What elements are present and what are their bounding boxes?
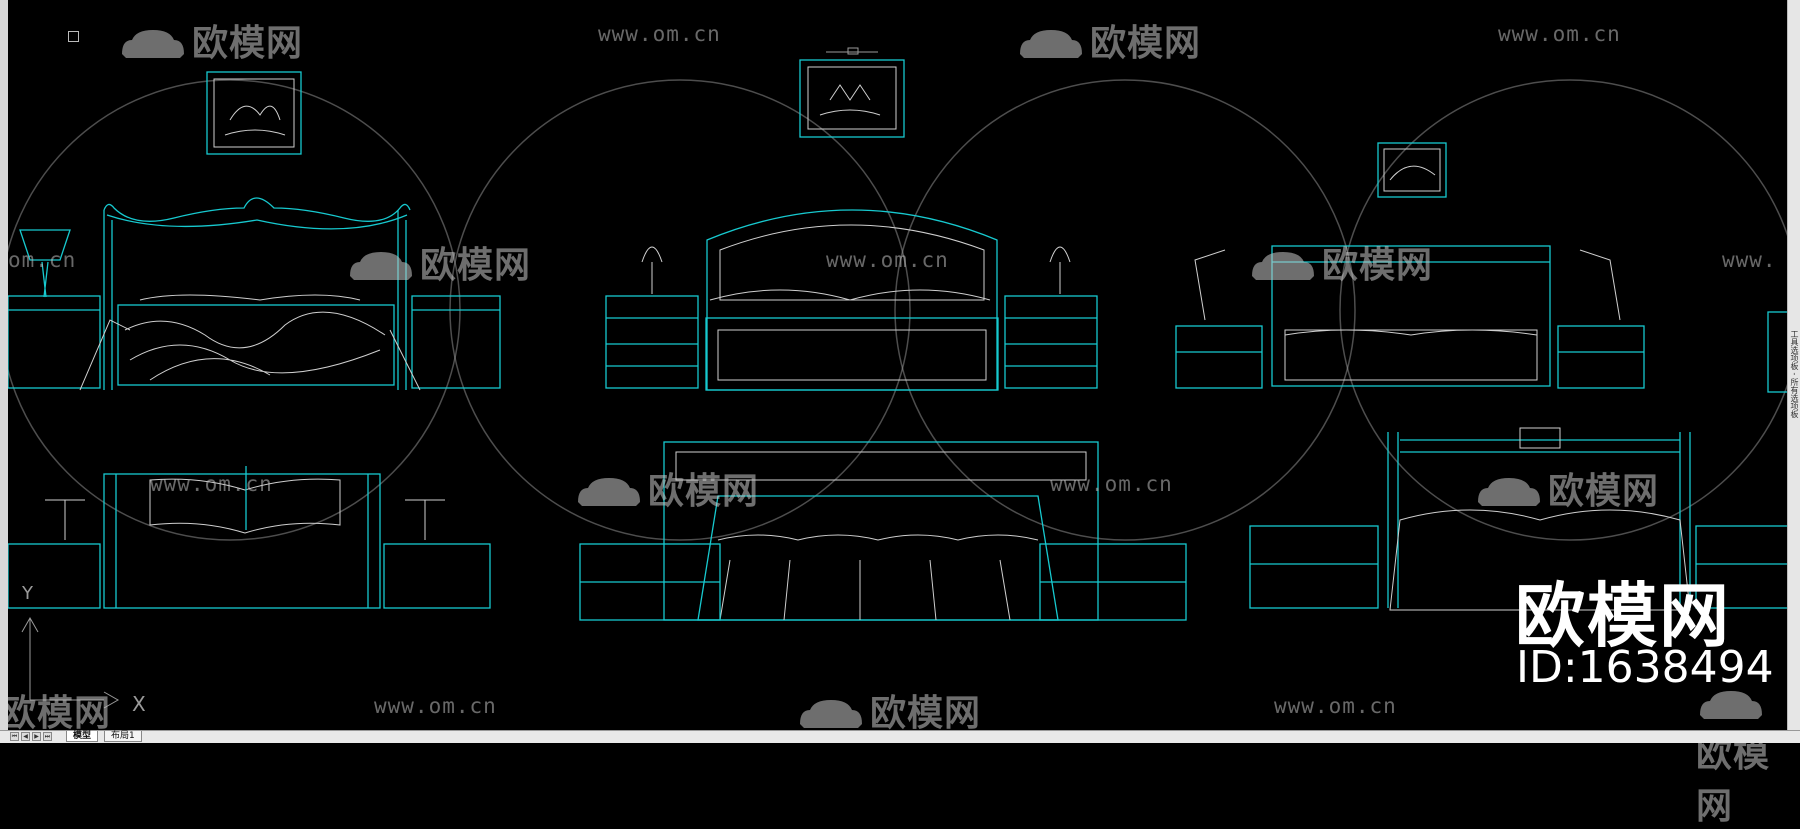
sofa-logo-icon — [1020, 30, 1082, 58]
ucs-x-label: X — [132, 692, 146, 716]
watermark-url: www.om.cn — [826, 248, 949, 272]
cad-drawing-canvas: .c { stroke:#17c9cf; fill:none; stroke-w… — [0, 47, 1800, 709]
watermark-brand: 欧模网 — [1696, 684, 1800, 829]
square-marker — [68, 31, 79, 42]
sofa-logo-icon — [578, 478, 640, 506]
watermark-url-partial: om.cn — [8, 248, 77, 272]
tab-layout1[interactable]: 布局1 — [104, 731, 142, 742]
nav-last-button[interactable]: ⏭ — [43, 732, 52, 741]
ucs-y-label: Y — [22, 583, 33, 604]
nav-next-button[interactable]: ▶ — [32, 732, 41, 741]
bed-upholstered-elevation[interactable] — [7, 466, 491, 609]
ucs-icon — [21, 616, 120, 709]
sofa-logo-icon — [350, 252, 412, 280]
sofa-logo-icon — [1478, 478, 1540, 506]
partial-nightstand-right — [1767, 311, 1789, 393]
bed-modern-elevation[interactable] — [1175, 142, 1645, 389]
watermark-brand: 欧模网 — [346, 236, 531, 288]
watermark-url: www.om.cn — [374, 694, 497, 718]
layout-tab-bar: ⏮ ◀ ▶ ⏭ 模型 布局1 — [0, 730, 1800, 743]
left-window-border — [0, 0, 8, 730]
model-id-label: ID:1638494 — [1516, 642, 1774, 693]
tool-palette-strip[interactable]: 工具选项板 - 所有选项板 — [1787, 0, 1800, 730]
bed-carved-elevation[interactable] — [1249, 427, 1789, 611]
watermark-brand: 欧模网 — [574, 462, 759, 514]
sofa-logo-icon — [800, 700, 862, 728]
watermark-brand: 欧模网 — [118, 14, 303, 66]
bed-ornate-elevation[interactable] — [7, 71, 501, 391]
tab-model[interactable]: 模型 — [66, 731, 99, 742]
watermark-brand: 欧模网 — [1474, 462, 1659, 514]
watermark-url-partial: www. — [1722, 248, 1777, 272]
sofa-logo-icon — [1252, 252, 1314, 280]
watermark-brand: 欧模网 — [0, 693, 112, 734]
watermark-url: www.om.cn — [1050, 472, 1173, 496]
bed-arched-elevation[interactable] — [605, 47, 1098, 391]
watermark-url: www.om.cn — [1498, 22, 1621, 46]
brand-logo-text: 欧模网 — [1515, 575, 1731, 657]
watermark-url: www.om.cn — [598, 22, 721, 46]
watermark-brand: 欧模网 — [1248, 236, 1433, 288]
watermark-url: www.om.cn — [150, 472, 273, 496]
nav-first-button[interactable]: ⏮ — [10, 732, 19, 741]
nav-prev-button[interactable]: ◀ — [21, 732, 30, 741]
sofa-logo-icon — [1700, 691, 1762, 719]
tool-palette-label: 工具选项板 - 所有选项板 — [1790, 330, 1799, 418]
watermark-brand: 欧模网 — [1016, 14, 1201, 66]
watermark-url: www.om.cn — [1274, 694, 1397, 718]
sofa-logo-icon — [122, 30, 184, 58]
watermark-brand: 欧模网 — [796, 684, 981, 736]
bed-panel-headboard-elevation[interactable] — [579, 441, 1187, 621]
